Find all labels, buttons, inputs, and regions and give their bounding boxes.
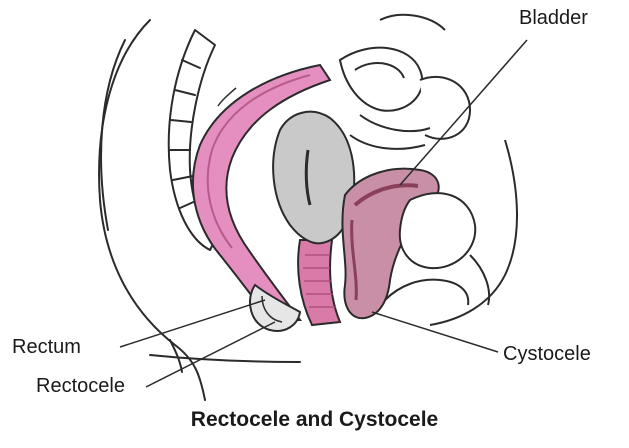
vagina <box>298 240 340 325</box>
diagram-caption: Rectocele and Cystocele <box>0 409 629 430</box>
leader-bladder <box>400 40 527 185</box>
leader-cystocele <box>372 312 498 352</box>
leader-rectum <box>120 300 265 347</box>
label-rectocele: Rectocele <box>36 376 125 396</box>
label-bladder: Bladder <box>519 8 588 28</box>
body-outline-back-inner <box>101 40 125 230</box>
label-cystocele: Cystocele <box>503 344 591 364</box>
label-rectum: Rectum <box>12 337 81 357</box>
intestines <box>340 15 470 149</box>
